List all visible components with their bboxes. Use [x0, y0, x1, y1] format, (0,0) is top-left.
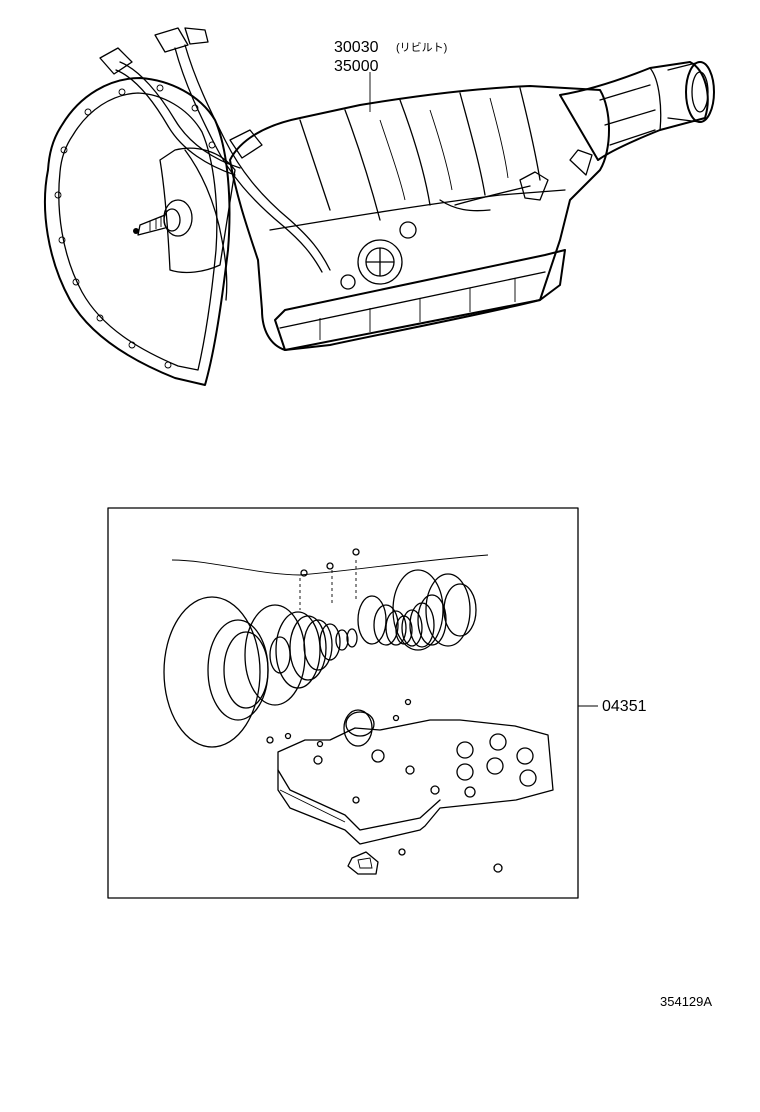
gasket-kit-illustration [163, 548, 554, 875]
callout-rebuilt-note: (リビルト) [396, 41, 447, 54]
gasket-kit-frame [107, 507, 579, 899]
wiring-harness [99, 27, 331, 273]
callout-04351: 04351 [602, 698, 647, 715]
inspection-plug [357, 239, 403, 285]
transmission-assembly-illustration [43, 27, 715, 386]
illustration-code: 354129A [660, 994, 712, 1009]
input-shaft [133, 199, 193, 237]
callout-35000: 35000 [334, 58, 379, 75]
callout-30030: 30030 [334, 39, 379, 56]
output-flange [667, 61, 715, 123]
flange-bolt-holes [54, 84, 216, 369]
